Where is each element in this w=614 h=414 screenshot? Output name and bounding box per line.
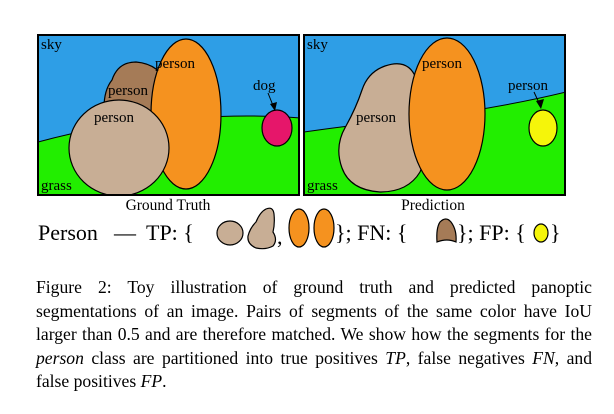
legend-fn-label: }; FN: { (335, 220, 407, 245)
label-dog: dog (253, 78, 276, 94)
tp-icon-tan-blob (247, 207, 277, 250)
person-yellow-segment (528, 109, 558, 147)
person-tan-segment (68, 99, 170, 195)
label-person-yellow: person (508, 78, 548, 94)
caption-mid2: , false negatives (405, 347, 533, 368)
tp-icon-orange-gt (288, 208, 310, 248)
caption-lead: Figure 2: Toy illustration of ground tru… (36, 277, 592, 344)
caption-end: . (162, 371, 167, 391)
figure-caption: Figure 2: Toy illustration of ground tru… (36, 276, 592, 394)
fp-icon-yellow (533, 223, 549, 243)
legend-class-name: Person (38, 220, 98, 245)
legend-close-brace: } (550, 220, 561, 245)
label-person-tan: person (356, 110, 396, 126)
ground-truth-panel: sky grass person person person dog Groun… (37, 34, 300, 214)
figure-2: sky grass person person person dog Groun… (37, 34, 566, 250)
caption-class-word: person (36, 347, 84, 368)
prediction-panel: sky grass person person person Predictio… (303, 34, 566, 214)
tp-icon-tan-ellipse (216, 220, 244, 246)
label-person-tan: person (94, 110, 134, 126)
person-orange-segment (408, 37, 486, 191)
fn-icon-brown (436, 218, 457, 243)
dog-arrowhead (270, 102, 277, 111)
label-person-orange: person (155, 56, 195, 72)
tp-comma: , (277, 224, 283, 249)
caption-tp: TP (385, 347, 406, 368)
tp-icon-orange-pred (313, 208, 335, 248)
legend-row: Person — TP: { , }; FN: { }; FP: { } (38, 207, 561, 250)
legend-tp-label: TP: { (146, 220, 194, 245)
label-person-orange: person (422, 56, 462, 72)
legend-fp-label: }; FP: { (457, 220, 526, 245)
label-grass: grass (307, 178, 338, 194)
dog-segment (261, 109, 293, 147)
caption-fp: FP (140, 371, 163, 391)
person-arrowhead (536, 99, 544, 109)
caption-mid1: class are partitioned into true positive… (83, 347, 386, 368)
prediction-caption: Prediction (401, 197, 465, 214)
label-sky: sky (41, 37, 62, 53)
ground-truth-caption: Ground Truth (126, 197, 211, 214)
label-sky: sky (307, 37, 328, 53)
legend-dash: — (113, 220, 137, 245)
label-grass: grass (41, 178, 72, 194)
label-person-brown: person (108, 83, 148, 99)
caption-mid3: , and false positives (36, 347, 592, 392)
caption-fn: FN (532, 347, 555, 368)
